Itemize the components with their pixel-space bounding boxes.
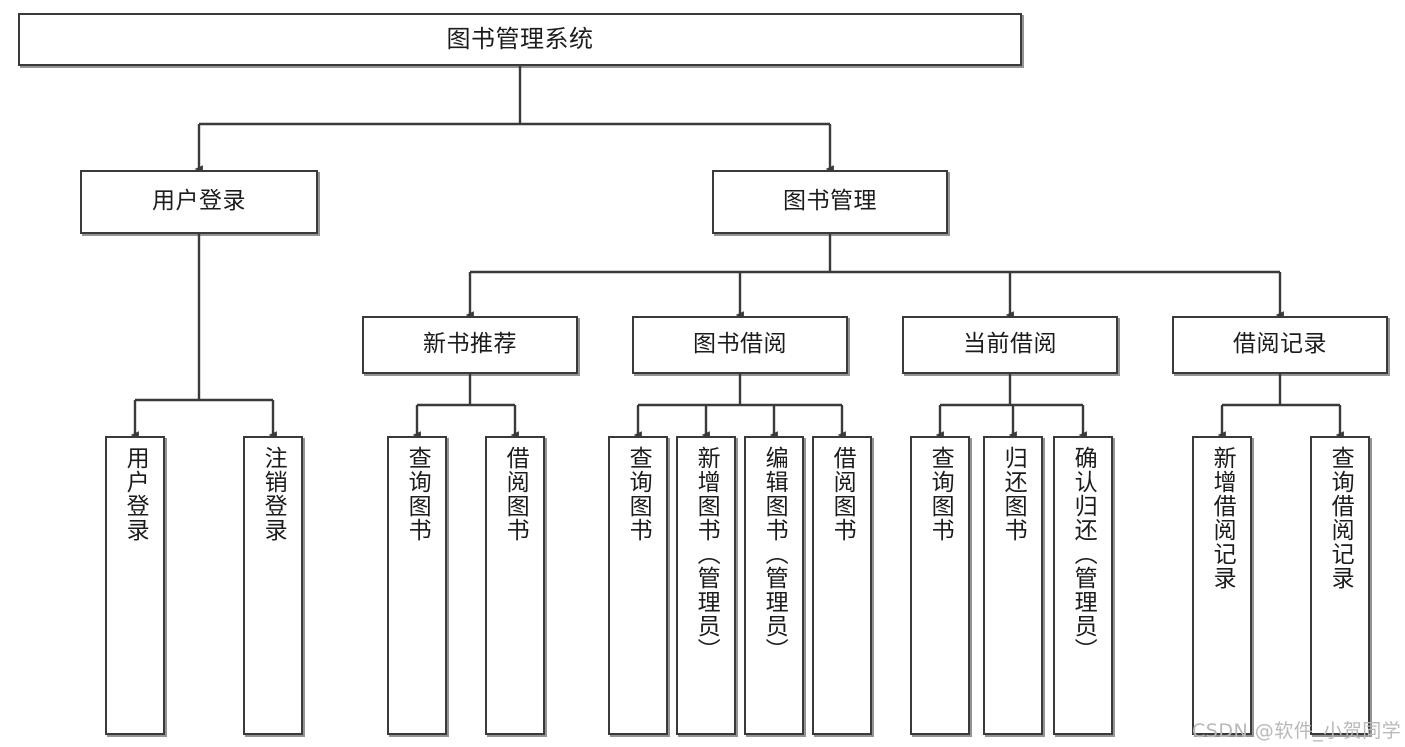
node-leaf-borrow-book-1[interactable]: 借阅图书 [485,436,545,735]
node-root[interactable]: 图书管理系统 [18,13,1022,66]
node-label-leaf-return-book: 归还图书 [1000,446,1027,542]
node-borrow[interactable]: 图书借阅 [632,316,848,374]
node-leaf-query-book-3[interactable]: 查询图书 [910,436,970,735]
node-label-leaf-confirm-return: 确认归还（管理员） [1070,446,1097,662]
node-label-bookmgr: 图书管理 [783,188,877,215]
node-leaf-borrow-book-2[interactable]: 借阅图书 [812,436,872,735]
node-bookmgr[interactable]: 图书管理 [712,170,948,234]
node-label-newbook: 新书推荐 [423,331,517,358]
node-newbook[interactable]: 新书推荐 [362,316,578,374]
node-label-current: 当前借阅 [963,331,1057,358]
node-label-leaf-query-record: 查询借阅记录 [1327,446,1354,590]
node-leaf-return-book[interactable]: 归还图书 [983,436,1043,735]
node-label-record: 借阅记录 [1233,331,1327,358]
node-label-leaf-edit-book: 编辑图书（管理员） [761,446,788,662]
node-leaf-user-login[interactable]: 用户登录 [105,436,165,735]
node-current[interactable]: 当前借阅 [902,316,1118,374]
node-leaf-add-record[interactable]: 新增借阅记录 [1192,436,1252,735]
node-leaf-query-book-1[interactable]: 查询图书 [387,436,447,735]
node-label-leaf-query-book-1: 查询图书 [404,446,431,542]
node-leaf-add-book[interactable]: 新增图书（管理员） [676,436,736,735]
node-label-leaf-query-book-3: 查询图书 [927,446,954,542]
node-leaf-edit-book[interactable]: 编辑图书（管理员） [744,436,804,735]
node-label-leaf-query-book-2: 查询图书 [625,446,652,542]
node-leaf-query-book-2[interactable]: 查询图书 [608,436,668,735]
node-label-borrow: 图书借阅 [693,331,787,358]
node-leaf-user-logout[interactable]: 注销登录 [243,436,303,735]
node-record[interactable]: 借阅记录 [1172,316,1388,374]
node-label-leaf-add-book: 新增图书（管理员） [693,446,720,662]
node-label-root: 图书管理系统 [446,25,594,54]
node-label-leaf-add-record: 新增借阅记录 [1209,446,1236,590]
node-label-leaf-borrow-book-2: 借阅图书 [829,446,856,542]
node-label-login: 用户登录 [152,188,246,215]
node-login[interactable]: 用户登录 [80,170,318,234]
node-label-leaf-user-login: 用户登录 [122,446,149,542]
csdn-watermark: CSDN @软件_小贺同学 [1192,720,1402,742]
node-label-leaf-user-logout: 注销登录 [260,446,287,542]
node-leaf-query-record[interactable]: 查询借阅记录 [1310,436,1370,735]
node-leaf-confirm-return[interactable]: 确认归还（管理员） [1053,436,1113,735]
node-label-leaf-borrow-book-1: 借阅图书 [502,446,529,542]
